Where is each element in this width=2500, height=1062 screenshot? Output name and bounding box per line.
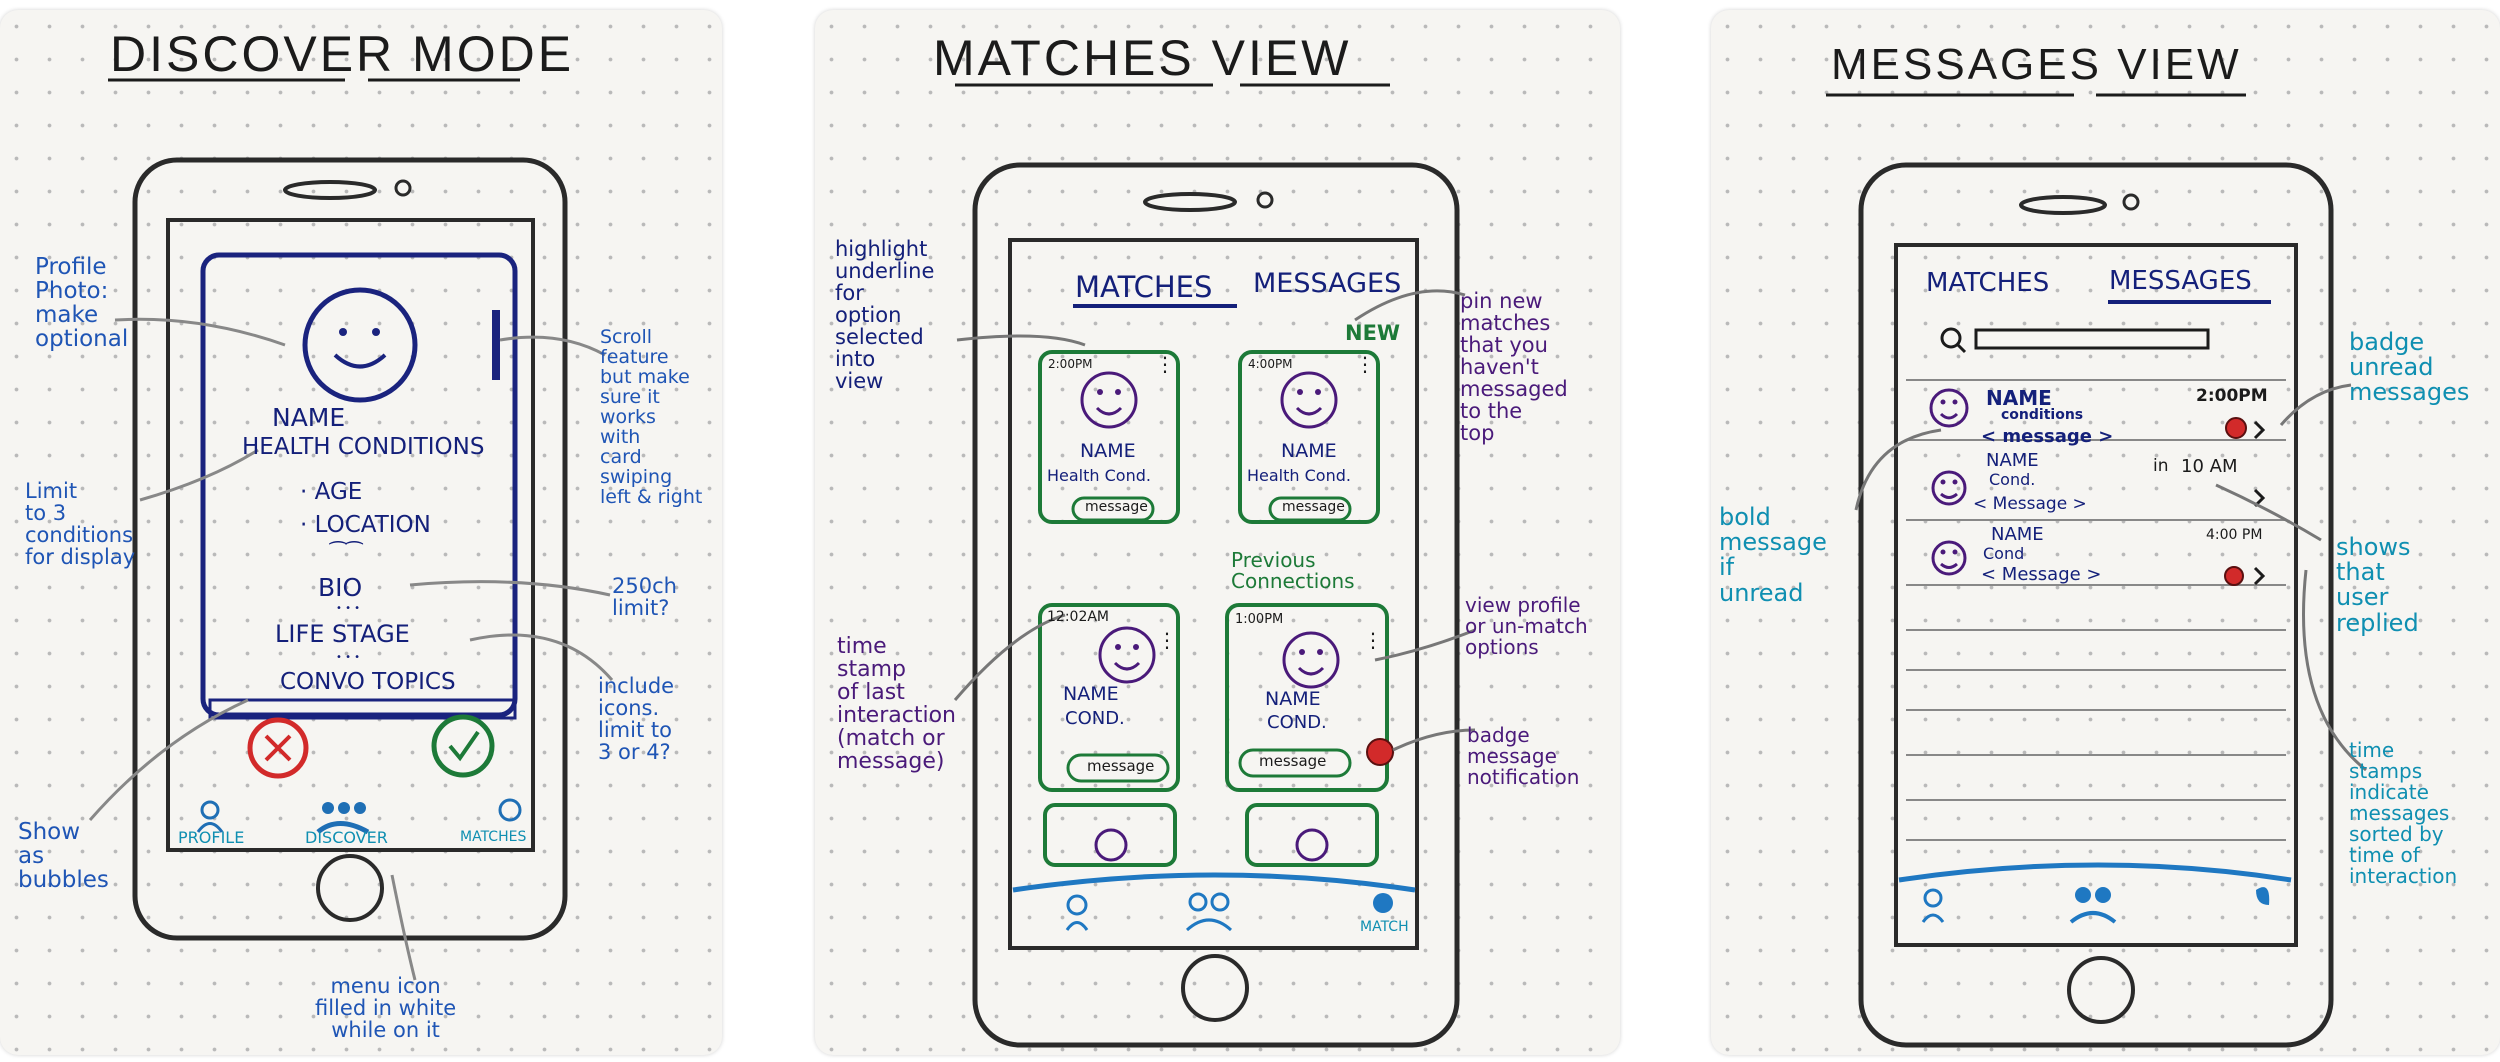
- card-message-button[interactable]: message: [1282, 499, 1345, 515]
- matches-title: MATCHES VIEW: [933, 30, 1352, 86]
- tab-matches[interactable]: MATCHES: [1926, 268, 2050, 298]
- message-row-condition: Cond.: [1989, 470, 2036, 489]
- note-scroll-feature: Scroll feature but make sure it works wi…: [600, 326, 703, 508]
- matches-phone-sketch: [953, 83, 1476, 1048]
- card-options-icon[interactable]: ⋮: [1155, 352, 1175, 376]
- card-message-button[interactable]: message: [1259, 752, 1327, 770]
- message-row-name: NAME: [1991, 524, 2044, 545]
- card-name: NAME: [1281, 440, 1337, 462]
- card-condition: COND.: [1065, 708, 1125, 729]
- note-char-limit: 250ch limit?: [612, 574, 677, 621]
- message-row-condition: conditions: [2001, 407, 2084, 423]
- sketch-sheet-matches: MATCHES VIEW MATCHES MESSAGES NEW Previo…: [815, 10, 1620, 1055]
- card-life-stage: LIFE STAGE: [275, 620, 410, 648]
- card-location-dots: ⁀⁀: [330, 541, 363, 565]
- card-message-button[interactable]: message: [1085, 499, 1148, 515]
- tab-messages[interactable]: MESSAGES: [1253, 268, 1402, 299]
- note-profile-photo: Profile Photo: make optional: [35, 254, 129, 353]
- discover-title: DISCOVER MODE: [110, 26, 575, 82]
- note-limit-conditions: Limit to 3 conditions for display: [25, 479, 136, 570]
- nav-match[interactable]: MATCH: [1360, 919, 1409, 935]
- message-row-preview[interactable]: < Message >: [1973, 494, 2087, 514]
- card-bio: BIO: [318, 573, 363, 602]
- message-row-time: 10 AM: [2181, 456, 2238, 477]
- card-health-conditions: HEALTH CONDITIONS: [242, 434, 485, 460]
- card-condition: COND.: [1267, 712, 1327, 733]
- note-show-bubbles: Show as bubbles: [18, 819, 109, 894]
- message-row-condition: Cond: [1983, 544, 2025, 563]
- card-condition: Health Cond.: [1247, 466, 1351, 485]
- message-row-name: NAME: [1986, 450, 2039, 471]
- card-options-icon[interactable]: ⋮: [1355, 352, 1375, 376]
- tab-messages[interactable]: MESSAGES: [2109, 266, 2252, 296]
- discover-phone-sketch: [88, 78, 614, 981]
- nav-profile[interactable]: PROFILE: [178, 828, 245, 847]
- card-convo-topics: CONVO TOPICS: [280, 669, 456, 695]
- card-bio-dots: • • •: [336, 603, 361, 614]
- card-time: 1:00PM: [1235, 612, 1284, 627]
- note-menu-icon: menu icon filled in white while on it: [315, 974, 457, 1043]
- card-life-stage-dots: • • •: [336, 652, 361, 663]
- card-options-icon[interactable]: ⋮: [1157, 628, 1177, 652]
- card-name: NAME: [272, 403, 346, 432]
- note-badge-unread: badge unread messages: [2349, 328, 2470, 407]
- note-view-profile: view profile or un-match options: [1465, 593, 1588, 659]
- card-options-icon[interactable]: ⋮: [1363, 628, 1383, 652]
- message-row-name: NAME: [1986, 386, 2052, 410]
- note-bold-message: bold message if unread: [1719, 503, 1827, 607]
- note-include-icons: include icons. limit to 3 or 4?: [598, 674, 675, 765]
- note-shows-replied: shows that user replied: [2336, 533, 2419, 637]
- card-time: 4:00PM: [1248, 357, 1293, 371]
- card-message-button[interactable]: message: [1087, 757, 1155, 775]
- note-time-stamp: time stamp of last interaction (match or…: [837, 634, 956, 775]
- note-badge-notification: badge message notification: [1467, 723, 1580, 789]
- card-condition: Health Cond.: [1047, 466, 1151, 485]
- card-name: NAME: [1265, 688, 1321, 710]
- note-highlight-underline: highlight underline for option selected …: [835, 237, 935, 394]
- sketch-sheet-discover: DISCOVER MODE NAME HEALTH CONDITIONS · A…: [0, 10, 722, 1055]
- messages-title: MESSAGES VIEW: [1831, 40, 2242, 89]
- new-label: NEW: [1345, 321, 1401, 345]
- card-time: 2:00PM: [1048, 357, 1093, 371]
- card-age: · AGE: [300, 479, 363, 505]
- card-name: NAME: [1063, 683, 1119, 705]
- note-pin-new: pin new matches that you haven't message…: [1460, 289, 1568, 446]
- card-location: · LOCATION: [300, 512, 431, 538]
- previous-connections-label: Previous Connections: [1231, 548, 1355, 593]
- messages-phone-sketch: [1826, 93, 2367, 1048]
- nav-discover[interactable]: DISCOVER: [305, 828, 388, 847]
- message-row-preview[interactable]: < Message >: [1981, 564, 2102, 585]
- message-row-replied-icon: in: [2153, 456, 2169, 476]
- sketch-sheet-messages: MESSAGES VIEW MATCHES MESSAGES NAME cond…: [1711, 10, 2500, 1055]
- note-time-stamps: time stamps indicate messages sorted by …: [2349, 738, 2458, 888]
- nav-matches[interactable]: MATCHES: [460, 829, 527, 845]
- message-row-preview[interactable]: < message >: [1981, 426, 2114, 447]
- tab-matches[interactable]: MATCHES: [1075, 270, 1213, 304]
- message-row-time: 4:00 PM: [2206, 527, 2263, 543]
- card-time: 12:02AM: [1047, 609, 1110, 625]
- message-row-time: 2:00PM: [2196, 386, 2268, 406]
- card-name: NAME: [1080, 440, 1136, 462]
